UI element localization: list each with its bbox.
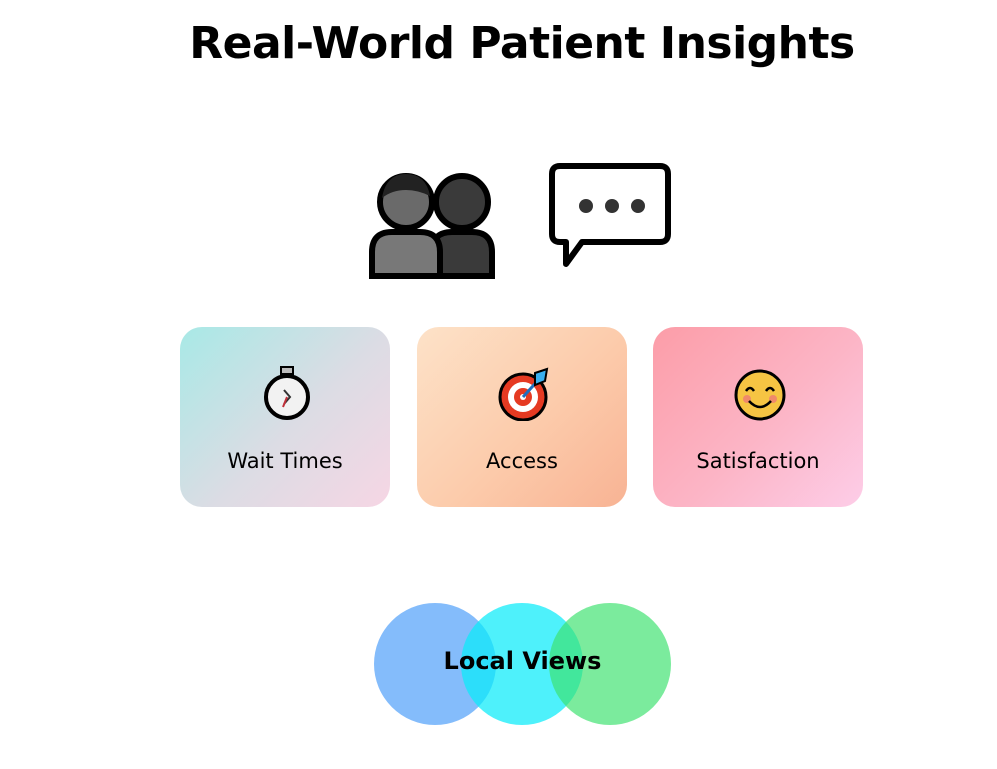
card-wait-times[interactable]: Wait Times (180, 327, 390, 507)
venn-label: Local Views (443, 647, 602, 675)
card-label: Satisfaction (696, 449, 820, 473)
card-label: Access (486, 449, 558, 473)
venn-circle-green (549, 603, 671, 725)
card-label: Wait Times (227, 449, 343, 473)
card-access[interactable]: Access (417, 327, 627, 507)
smiling-face-icon (734, 369, 786, 421)
target-icon (498, 367, 549, 421)
speech-bubble-icon (549, 163, 671, 267)
page-title: Real-World Patient Insights (189, 18, 855, 69)
stopwatch-icon (264, 366, 310, 420)
card-satisfaction[interactable]: Satisfaction (653, 327, 863, 507)
people-icon (369, 173, 495, 279)
